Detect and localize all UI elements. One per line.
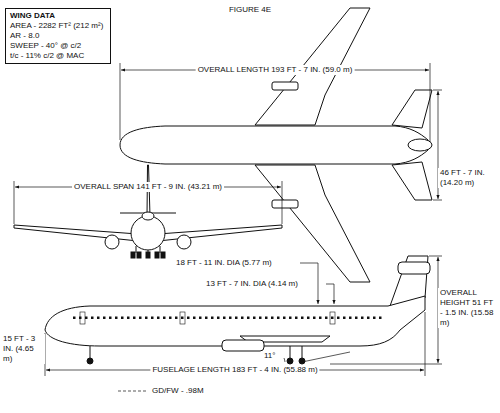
- front-view: [160, 246, 161, 253]
- dimension-label: 13 FT - 7 IN. DIA (4.14 m): [204, 279, 300, 289]
- front-view: [136, 246, 137, 253]
- front-view: [146, 252, 150, 258]
- wing-data-line: AR - 8.0: [10, 31, 106, 41]
- wing-data-line: AREA - 2282 FT² (212 m²): [10, 21, 106, 31]
- side-view: [45, 256, 430, 364]
- fuselage: [131, 216, 165, 250]
- figure-number: FIGURE 4E: [227, 5, 273, 15]
- side-dimensions: [330, 364, 442, 365]
- dimension-label: FUSELAGE LENGTH 183 FT - 4 IN. (55.88 m): [150, 365, 319, 375]
- wing-data-line: SWEEP - 40° @ c/2: [10, 41, 106, 51]
- dimension-label: 46 FT - 7 IN. (14.20 m): [438, 168, 498, 188]
- side-dimensions: [284, 358, 285, 362]
- side-dimensions: [326, 284, 334, 304]
- side-dimensions: [118, 391, 146, 392]
- wing: [158, 225, 282, 241]
- front-dimensions: [282, 181, 283, 224]
- engine: [398, 262, 430, 274]
- side-dimensions: [300, 263, 318, 304]
- front-dimensions: [14, 181, 282, 224]
- front-view: [131, 252, 135, 258]
- dimension-label: 11°: [262, 351, 278, 361]
- plan-dimensions: [120, 63, 121, 140]
- engine: [222, 340, 264, 351]
- plan-dimensions: [120, 63, 442, 200]
- engine: [142, 212, 154, 220]
- engine: [105, 235, 119, 249]
- dimension-label: OVERALL LENGTH 193 FT - 7 IN. (59.0 m): [196, 65, 355, 75]
- side-view: [87, 358, 93, 364]
- stabilizer: [392, 90, 432, 128]
- side-dimensions: [45, 256, 442, 391]
- front-view: [155, 252, 159, 258]
- dimension-label: GD/FW - .98M: [150, 386, 206, 396]
- wing-data-line: t/c - 11% c/2 @ MAC: [10, 51, 106, 61]
- side-dimensions: [425, 312, 426, 376]
- plan-dimensions: [430, 63, 431, 142]
- dimension-label: OVERALL HEIGHT 51 FT - 1.5 IN. (15.58 m): [438, 288, 498, 328]
- front-view: [14, 165, 282, 258]
- wing: [14, 225, 138, 241]
- front-view: [161, 252, 165, 258]
- side-view: [287, 358, 293, 364]
- side-view: [90, 346, 91, 359]
- side-view: [302, 346, 303, 358]
- wing-data-box: WING DATAAREA - 2282 FT² (212 m²)AR - 8.…: [5, 8, 111, 64]
- side-view: [290, 346, 291, 358]
- side-view: [330, 312, 335, 324]
- engine: [272, 200, 298, 208]
- dimension-label: OVERALL SPAN 141 FT - 9 IN. (43.21 m): [72, 182, 224, 192]
- plan-dimensions: [433, 200, 442, 201]
- side-dimensions: [429, 256, 442, 257]
- front-view: [137, 252, 141, 258]
- engine: [177, 235, 191, 249]
- stabilizer: [392, 162, 432, 200]
- dimension-label: 15 FT - 3 IN. (4.65 m): [1, 334, 45, 364]
- side-view: [80, 312, 85, 324]
- dimension-label: 18 FT - 11 IN. DIA (5.77 m): [174, 258, 274, 268]
- fuselage: [45, 296, 425, 346]
- engine: [408, 139, 432, 151]
- engine: [272, 82, 298, 90]
- side-dimensions: [302, 352, 350, 362]
- side-view: [180, 312, 185, 324]
- plan-dimensions: [433, 90, 442, 91]
- side-view: [299, 358, 305, 364]
- plan-view: [120, 8, 432, 282]
- front-dimensions: [14, 181, 15, 224]
- box-heading: WING DATA: [10, 11, 106, 21]
- fuselage: [120, 126, 430, 164]
